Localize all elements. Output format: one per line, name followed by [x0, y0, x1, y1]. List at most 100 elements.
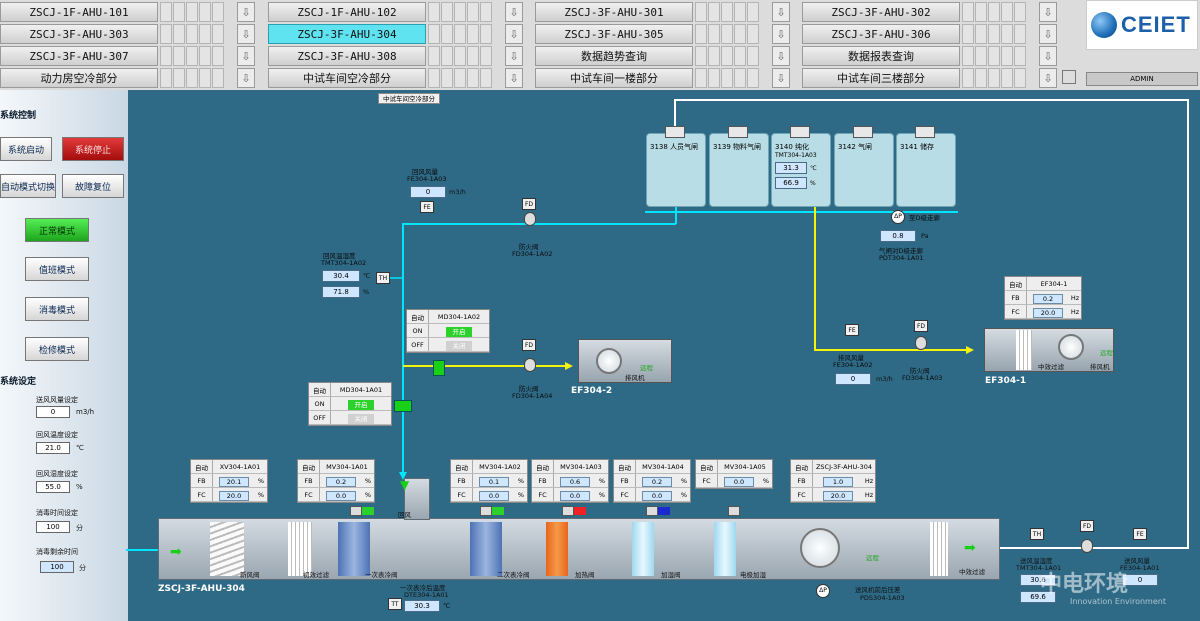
nav-dropdown-arrow-icon[interactable]: ⇩	[1039, 68, 1057, 88]
room-name: 3141 储存	[900, 143, 935, 151]
nav-button-1-2[interactable]: ZSCJ-3F-AHU-305	[535, 24, 693, 44]
fc-label: FC	[614, 488, 636, 501]
nav-button-2-2[interactable]: 数据趋势查询	[535, 46, 693, 66]
open-button[interactable]: 开启	[348, 399, 374, 410]
supply-air-setpoint-input[interactable]: 0	[36, 406, 70, 418]
fc-value[interactable]: 20.0	[219, 490, 249, 501]
unit-label: %	[257, 476, 265, 485]
motor-damper-icon[interactable]	[394, 400, 412, 412]
nav-button-1-0[interactable]: ZSCJ-3F-AHU-303	[0, 24, 158, 44]
nav-button-1-3[interactable]: ZSCJ-3F-AHU-306	[802, 24, 960, 44]
off-label: OFF	[309, 411, 331, 424]
nav-button-0-2[interactable]: ZSCJ-3F-AHU-301	[535, 2, 693, 22]
auto-mode-switch-button[interactable]: 自动模式切换	[0, 174, 56, 198]
room-tag: TMT304-1A03	[775, 152, 817, 159]
nav-segment	[212, 2, 224, 22]
mode-disinfect-button[interactable]: 消毒模式	[25, 297, 89, 321]
fc-value[interactable]: 0.0	[479, 490, 509, 501]
vent-icon	[853, 126, 873, 138]
nav-dropdown-arrow-icon[interactable]: ⇩	[237, 46, 255, 66]
fire-damper-icon[interactable]	[524, 212, 536, 226]
fc-value[interactable]: 0.0	[560, 490, 590, 501]
system-start-button[interactable]: 系统启动	[0, 137, 52, 161]
supply-airflow-value: 0	[1122, 574, 1158, 586]
nav-button-2-1[interactable]: ZSCJ-3F-AHU-308	[268, 46, 426, 66]
nav-button-3-0[interactable]: 动力房空冷部分	[0, 68, 158, 88]
mode-label: 自动	[451, 460, 473, 473]
unit-label: 分	[79, 564, 86, 572]
nav-button-0-3[interactable]: ZSCJ-3F-AHU-302	[802, 2, 960, 22]
nav-dropdown-arrow-icon[interactable]: ⇩	[505, 2, 523, 22]
close-button[interactable]: 关闭	[348, 413, 374, 424]
monitor-icon[interactable]	[1062, 70, 1076, 84]
nav-dropdown-arrow-icon[interactable]: ⇩	[772, 2, 790, 22]
device-tag: MV304-1A02	[479, 462, 521, 471]
nav-dropdown-arrow-icon[interactable]: ⇩	[237, 2, 255, 22]
nav-button-3-2[interactable]: 中试车间一楼部分	[535, 68, 693, 88]
return-temp-setpoint-input[interactable]: 21.0	[36, 442, 70, 454]
mode-maintenance-button[interactable]: 检修模式	[25, 337, 89, 361]
remote-label: 远程	[1100, 349, 1113, 357]
room-0[interactable]: 3138 人员气闸	[646, 126, 706, 207]
nav-button-0-1[interactable]: ZSCJ-1F-AHU-102	[268, 2, 426, 22]
fire-damper-icon[interactable]	[524, 358, 536, 372]
mode-duty-button[interactable]: 值班模式	[25, 257, 89, 281]
disinfect-time-input[interactable]: 100	[36, 521, 70, 533]
nav-button-2-0[interactable]: ZSCJ-3F-AHU-307	[0, 46, 158, 66]
nav-segment	[428, 46, 440, 66]
nav-segments	[961, 46, 1026, 66]
nav-dropdown-arrow-icon[interactable]: ⇩	[1039, 46, 1057, 66]
fire-damper-icon[interactable]	[1081, 539, 1093, 553]
nav-button-0-0[interactable]: ZSCJ-1F-AHU-101	[0, 2, 158, 22]
valve-icon[interactable]	[646, 506, 658, 516]
nav-dropdown-arrow-icon[interactable]: ⇩	[1039, 24, 1057, 44]
fc-value[interactable]: 0.0	[642, 490, 672, 501]
valve-icon[interactable]	[728, 506, 740, 516]
nav-dropdown-arrow-icon[interactable]: ⇩	[1039, 2, 1057, 22]
fb-value: 0.2	[1033, 293, 1063, 304]
nav-dropdown-arrow-icon[interactable]: ⇩	[505, 24, 523, 44]
nav-button-3-3[interactable]: 中试车间三楼部分	[802, 68, 960, 88]
fire-damper-icon[interactable]	[915, 336, 927, 350]
nav-button-2-3[interactable]: 数据报表查询	[802, 46, 960, 66]
nav-dropdown-arrow-icon[interactable]: ⇩	[237, 24, 255, 44]
nav-dropdown-arrow-icon[interactable]: ⇩	[772, 68, 790, 88]
fresh-air-damper[interactable]	[210, 522, 244, 576]
valve-status-icon	[658, 507, 670, 515]
nav-segment	[734, 24, 746, 44]
fc-value[interactable]: 0.0	[326, 490, 356, 501]
nav-button-1-1[interactable]: ZSCJ-3F-AHU-304	[268, 24, 426, 44]
nav-segment	[734, 68, 746, 88]
nav-dropdown-arrow-icon[interactable]: ⇩	[772, 24, 790, 44]
room-1[interactable]: 3139 物料气闸	[709, 126, 769, 207]
nav-button-3-1[interactable]: 中试车间空冷部分	[268, 68, 426, 88]
motor-damper-icon[interactable]	[433, 360, 445, 376]
room-4[interactable]: 3141 储存	[896, 126, 956, 207]
fe-tag: FE	[420, 201, 434, 213]
valve-icon[interactable]	[562, 506, 574, 516]
nav-dropdown-arrow-icon[interactable]: ⇩	[505, 68, 523, 88]
nav-segment	[441, 68, 453, 88]
system-stop-button[interactable]: 系统停止	[62, 137, 124, 161]
valve-icon[interactable]	[480, 506, 492, 516]
nav-dropdown-arrow-icon[interactable]: ⇩	[505, 46, 523, 66]
open-button[interactable]: 开启	[446, 326, 472, 337]
nav-dropdown-arrow-icon[interactable]: ⇩	[772, 46, 790, 66]
section-label: 中效过滤	[959, 568, 985, 576]
nav-segments	[427, 46, 492, 66]
return-humidity-setpoint-input[interactable]: 55.0	[36, 481, 70, 493]
valve-icon[interactable]	[350, 506, 362, 516]
mode-normal-button[interactable]: 正常模式	[25, 218, 89, 242]
fc-value[interactable]: 0.0	[724, 476, 754, 487]
ef304-2-unit	[578, 339, 672, 383]
nav-segment	[975, 68, 987, 88]
fault-reset-button[interactable]: 故障复位	[62, 174, 124, 198]
fc-value[interactable]: 20.0	[823, 490, 853, 501]
nav-dropdown-arrow-icon[interactable]: ⇩	[237, 68, 255, 88]
close-button[interactable]: 关闭	[446, 340, 472, 351]
room-3[interactable]: 3142 气闸	[834, 126, 894, 207]
supply-fan-icon[interactable]	[800, 528, 840, 568]
nav-segment	[695, 2, 707, 22]
nav-segment	[734, 2, 746, 22]
